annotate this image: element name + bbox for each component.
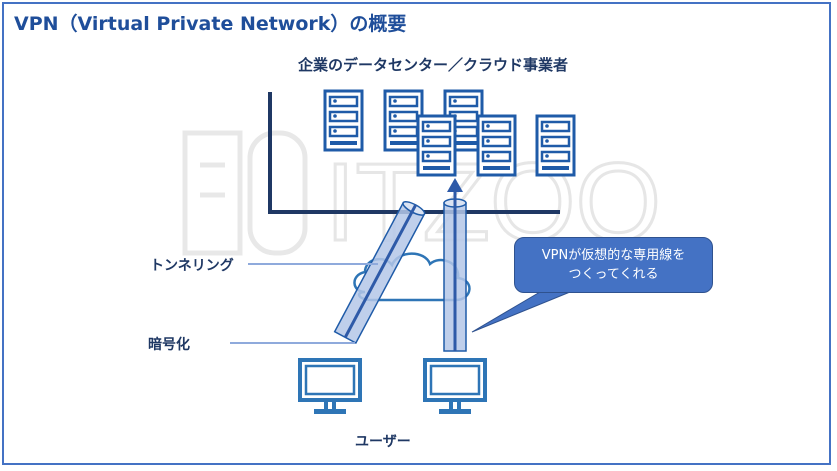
- encryption-label: 暗号化: [148, 337, 190, 353]
- server-icon: [323, 89, 364, 152]
- server-icon: [383, 89, 424, 152]
- monitor-icon: [298, 358, 362, 416]
- server-icon: [535, 114, 576, 177]
- callout-line-1: VPNが仮想的な専用線を: [541, 248, 686, 263]
- tunneling-label: トンネリング: [150, 258, 234, 274]
- user-label: ユーザー: [355, 434, 411, 450]
- vpn-callout: VPNが仮想的な専用線を つくってくれる: [514, 237, 713, 293]
- callout-pointer: [471, 291, 571, 333]
- monitor-icon: [423, 358, 487, 416]
- vpn-tunnel-left: [333, 201, 426, 344]
- vpn-tunnel-right: [443, 178, 467, 352]
- server-icon: [476, 114, 517, 177]
- internet-cloud-icon: [353, 252, 471, 302]
- server-icon: [416, 114, 457, 177]
- slide-frame: [2, 2, 831, 465]
- slide-title: VPN（Virtual Private Network）の概要: [14, 13, 407, 35]
- datacenter-label: 企業のデータセンター／クラウド事業者: [298, 56, 569, 74]
- callout-line-2: つくってくれる: [568, 267, 659, 282]
